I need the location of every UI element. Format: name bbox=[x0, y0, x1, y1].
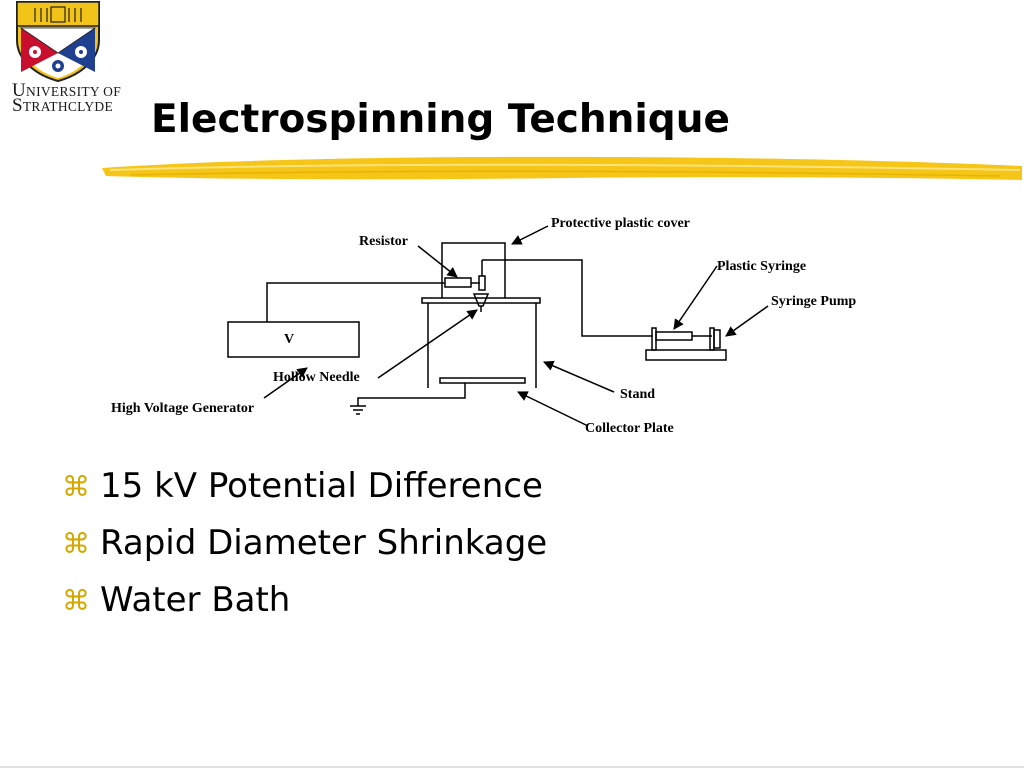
arrow-resistor bbox=[417, 245, 458, 278]
arrow-syringe-pump bbox=[725, 305, 769, 337]
bullet-list: ⌘ 15 kV Potential Difference ⌘ Rapid Diame… bbox=[62, 458, 547, 629]
arrow-hollow-needle bbox=[377, 309, 478, 379]
bullet-text: 15 kV Potential Difference bbox=[100, 466, 543, 506]
collector-plate-icon bbox=[439, 377, 526, 384]
arrow-plastic-syringe bbox=[673, 265, 718, 330]
logo-line-2: TRATHCLYDE bbox=[22, 99, 114, 114]
protective-cover bbox=[441, 242, 506, 298]
bullet-text: Rapid Diameter Shrinkage bbox=[100, 523, 548, 563]
high-voltage-generator-box bbox=[227, 321, 360, 358]
logo-initial-u: U bbox=[12, 80, 27, 101]
arrow-protective-cover bbox=[511, 225, 549, 245]
feed-tube bbox=[482, 259, 653, 337]
syringe-pump-base bbox=[645, 349, 727, 361]
university-logo: UNIVERSITY OF STRATHCLYDE bbox=[12, 0, 121, 120]
plastic-syringe-icon bbox=[655, 331, 693, 341]
arrow-collector-plate bbox=[517, 391, 589, 427]
footer-divider bbox=[0, 766, 1024, 768]
university-crest-icon bbox=[16, 1, 100, 82]
label-collector-plate: Collector Plate bbox=[585, 421, 674, 436]
hollow-needle-icon bbox=[472, 293, 490, 307]
logo-initial-s: S bbox=[12, 95, 23, 116]
label-resistor: Resistor bbox=[359, 234, 408, 249]
stand-platform bbox=[421, 297, 541, 304]
bullet-marker-icon: ⌘ bbox=[62, 584, 90, 617]
bullet-marker-icon: ⌘ bbox=[62, 470, 90, 503]
hv-wire bbox=[266, 282, 445, 322]
arrow-high-voltage bbox=[263, 367, 308, 399]
bullet-marker-icon: ⌘ bbox=[62, 527, 90, 560]
apparatus-drawing bbox=[227, 225, 769, 427]
label-protective-cover: Protective plastic cover bbox=[551, 216, 690, 231]
arrow-stand bbox=[543, 360, 615, 393]
bullet-item: ⌘ Water Bath bbox=[62, 572, 547, 629]
electrospinning-diagram: Protective plastic cover Resistor Plasti… bbox=[100, 208, 900, 448]
bullet-text: Water Bath bbox=[100, 580, 291, 620]
page-title: Electrospinning Technique bbox=[151, 97, 730, 142]
label-hollow-needle: Hollow Needle bbox=[273, 370, 360, 385]
label-voltage-box: V bbox=[284, 332, 295, 347]
label-plastic-syringe: Plastic Syringe bbox=[717, 259, 807, 274]
bullet-item: ⌘ Rapid Diameter Shrinkage bbox=[62, 515, 547, 572]
label-stand: Stand bbox=[620, 387, 656, 402]
title-underline-stroke bbox=[102, 156, 1022, 180]
university-name: UNIVERSITY OF STRATHCLYDE bbox=[12, 81, 122, 116]
bullet-item: ⌘ 15 kV Potential Difference bbox=[62, 458, 547, 515]
resistor-icon bbox=[444, 277, 472, 288]
logo-line-1: NIVERSITY OF bbox=[26, 84, 122, 99]
label-high-voltage-generator: High Voltage Generator bbox=[111, 401, 255, 416]
label-syringe-pump: Syringe Pump bbox=[771, 294, 857, 309]
ground-wire bbox=[357, 383, 466, 406]
